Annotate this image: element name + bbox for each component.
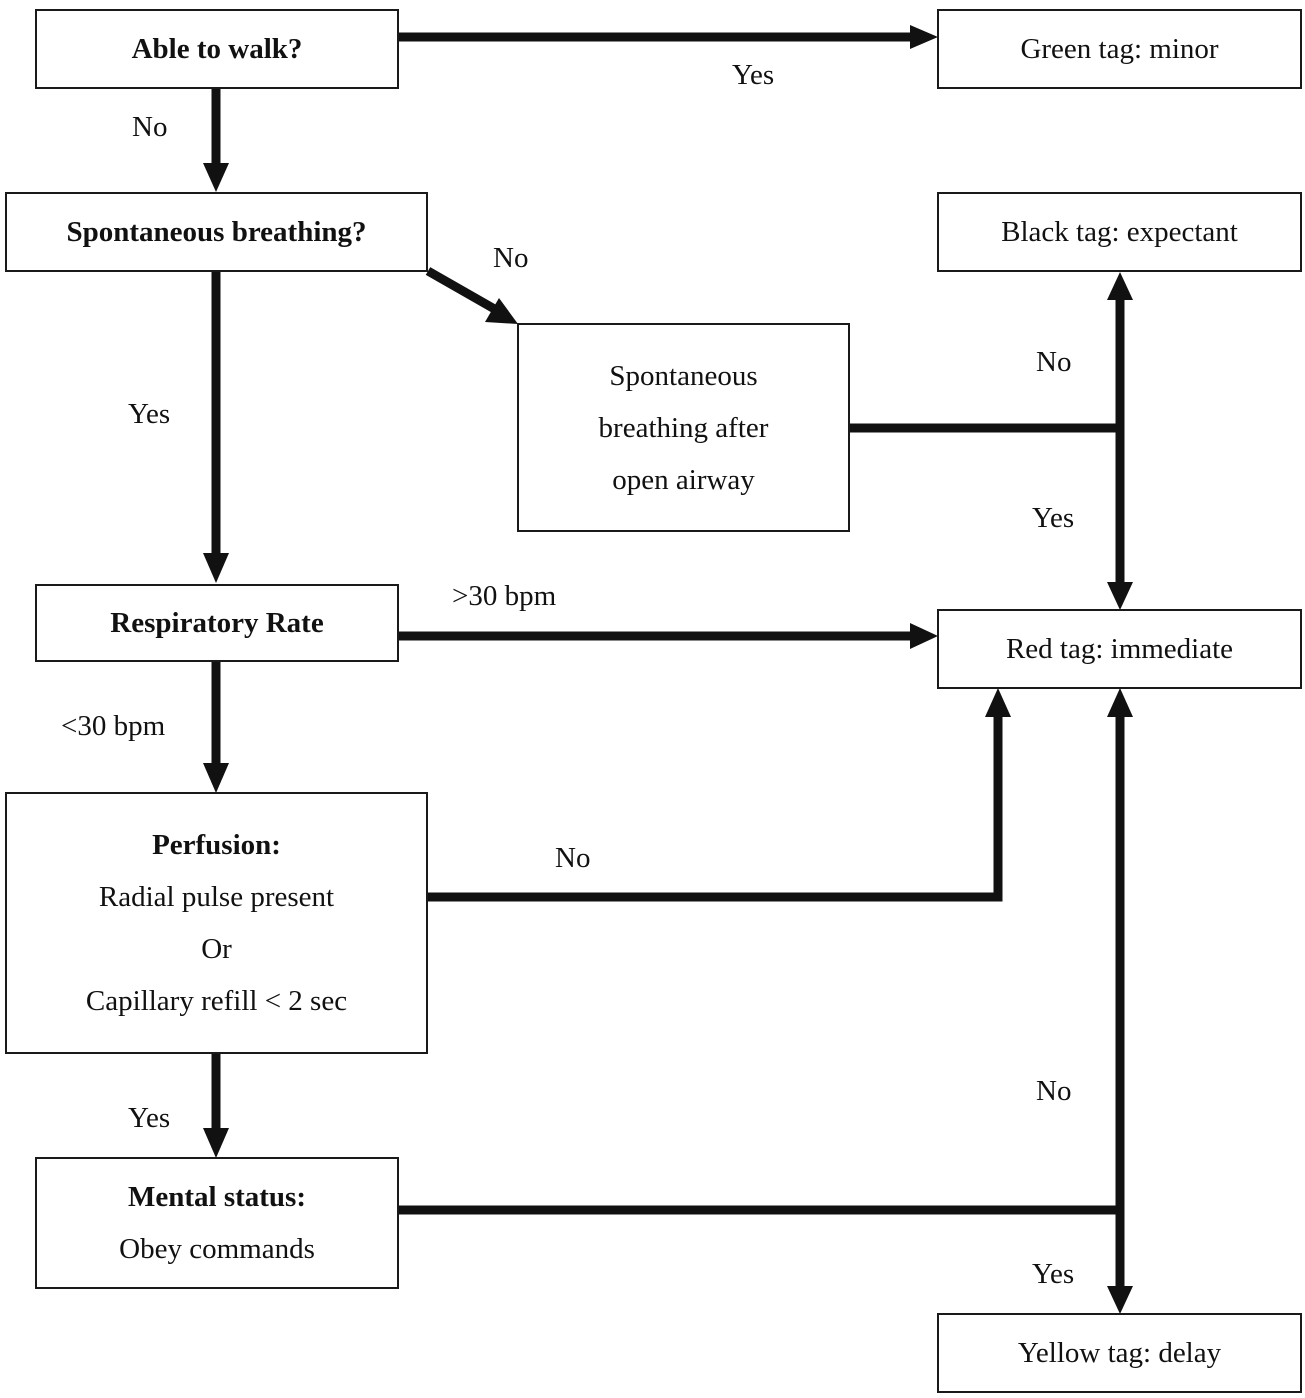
edge-perfusion-to-red <box>428 715 1003 902</box>
node-perfusion: Perfusion: Radial pulse present Or Capil… <box>5 792 428 1054</box>
arrowhead-breathing <box>203 163 229 192</box>
node-perfusion-title: Perfusion: <box>152 829 281 861</box>
arrowhead-red-bottom-right <box>1107 688 1133 717</box>
node-respiratory-rate: Respiratory Rate <box>35 584 399 662</box>
label-rr-high: >30 bpm <box>452 580 557 612</box>
arrowhead-yellow <box>1107 1286 1133 1314</box>
label-airway-yes: Yes <box>1032 502 1075 534</box>
node-perfusion-line-3: Capillary refill < 2 sec <box>85 985 348 1017</box>
arrowhead-red-left <box>910 623 938 649</box>
node-open-airway-line-1: Spontaneous <box>609 359 758 392</box>
arrowhead-airway <box>485 298 518 324</box>
node-black-tag: Black tag: expectant <box>937 192 1302 272</box>
node-red-tag: Red tag: immediate <box>937 609 1302 689</box>
node-spontaneous-breathing-text: Spontaneous breathing? <box>66 216 367 248</box>
node-perfusion-line-2: Or <box>201 933 232 965</box>
node-black-tag-text: Black tag: expectant <box>1001 216 1238 248</box>
label-airway-no: No <box>1036 346 1072 378</box>
label-rr-low: <30 bpm <box>61 710 166 742</box>
node-mental-status-line: Obey commands <box>119 1233 315 1265</box>
label-mental-yes: Yes <box>1032 1258 1075 1290</box>
label-walk-no: No <box>132 111 168 143</box>
arrowhead-mental <box>203 1128 229 1158</box>
node-open-airway-line-2: breathing after <box>598 411 769 444</box>
node-mental-status-title: Mental status: <box>127 1181 306 1213</box>
arrowhead-perfusion <box>203 763 229 793</box>
node-red-tag-text: Red tag: immediate <box>1005 633 1234 665</box>
label-walk-yes: Yes <box>732 59 775 91</box>
node-green-tag: Green tag: minor <box>937 9 1302 89</box>
node-able-to-walk: Able to walk? <box>35 9 399 89</box>
node-open-airway: Spontaneous breathing after open airway <box>517 323 850 532</box>
arrowhead-red-bottom-left <box>985 688 1011 717</box>
node-able-to-walk-text: Able to walk? <box>131 33 303 65</box>
arrowhead-red-top <box>1107 582 1133 610</box>
label-breathing-no: No <box>493 242 529 274</box>
node-spontaneous-breathing: Spontaneous breathing? <box>5 192 428 272</box>
arrowhead-black <box>1107 272 1133 300</box>
node-green-tag-text: Green tag: minor <box>1020 33 1219 65</box>
label-perfusion-no: No <box>555 842 591 874</box>
arrowhead-rr <box>203 553 229 583</box>
node-mental-status: Mental status: Obey commands <box>35 1157 399 1289</box>
node-perfusion-line-1: Radial pulse present <box>98 881 335 913</box>
node-open-airway-line-3: open airway <box>612 463 755 496</box>
label-perfusion-yes: Yes <box>128 1102 171 1134</box>
node-yellow-tag: Yellow tag: delay <box>937 1313 1302 1393</box>
label-breathing-yes: Yes <box>128 398 171 430</box>
node-yellow-tag-text: Yellow tag: delay <box>1017 1337 1222 1369</box>
edge-breathing-to-airway <box>425 267 501 315</box>
label-mental-no: No <box>1036 1075 1072 1107</box>
arrowhead-green <box>910 25 938 49</box>
node-respiratory-rate-text: Respiratory Rate <box>110 607 324 639</box>
